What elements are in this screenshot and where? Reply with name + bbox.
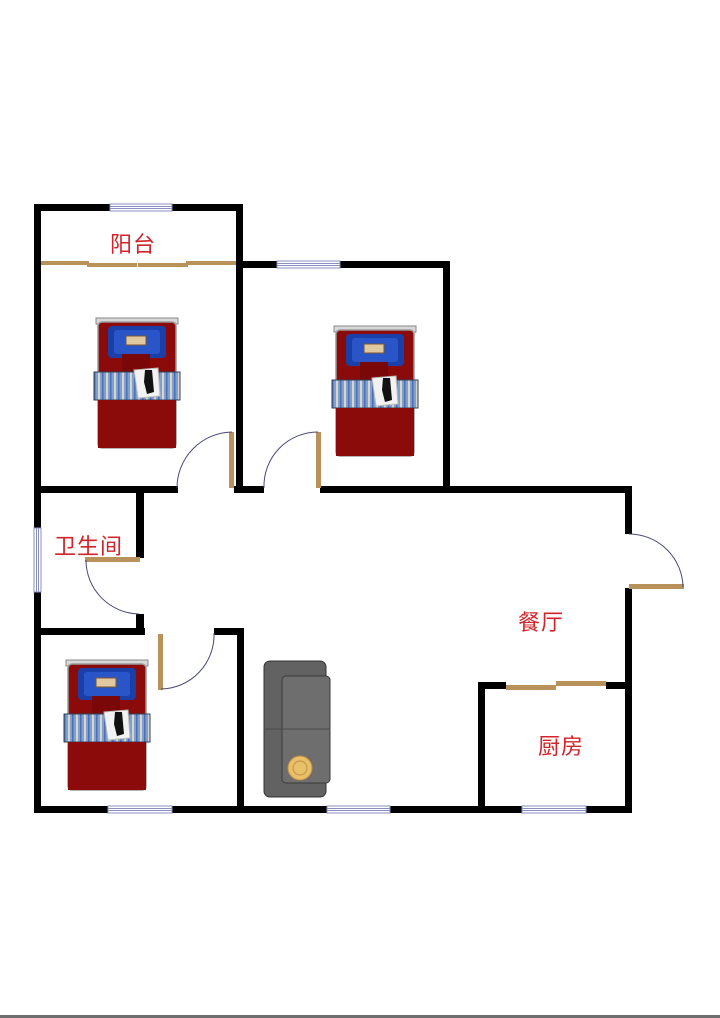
door-bedroom-1 xyxy=(229,432,234,488)
door-bedroom-2 xyxy=(316,432,321,488)
window-balcony xyxy=(109,203,173,212)
walls xyxy=(34,204,632,813)
windows xyxy=(33,203,587,814)
bed-bedroom-2 xyxy=(331,325,419,457)
window-living xyxy=(326,805,391,814)
room-label-kitchen: 厨房 xyxy=(538,735,585,760)
room-label-balcony: 阳台 xyxy=(110,233,157,258)
window-bedroom-2 xyxy=(276,260,341,269)
room-label-bathroom: 卫生间 xyxy=(54,535,124,560)
balcony-sliding-door xyxy=(41,261,236,267)
window-bathroom xyxy=(33,527,42,593)
sofa xyxy=(263,660,331,798)
furniture xyxy=(63,317,419,798)
window-kitchen xyxy=(521,805,587,814)
door-bedroom-3 xyxy=(158,634,163,690)
bed-bedroom-1 xyxy=(93,317,181,449)
bottom-border xyxy=(0,1015,720,1018)
window-bedroom-3 xyxy=(107,805,173,814)
door-bathroom xyxy=(85,557,140,562)
cushion xyxy=(287,755,313,781)
room-label-dining: 餐厅 xyxy=(518,611,565,636)
doors xyxy=(41,261,684,690)
door-entrance xyxy=(629,584,684,589)
bed-bedroom-3 xyxy=(63,659,151,791)
kitchen-sliding-door xyxy=(506,681,606,690)
